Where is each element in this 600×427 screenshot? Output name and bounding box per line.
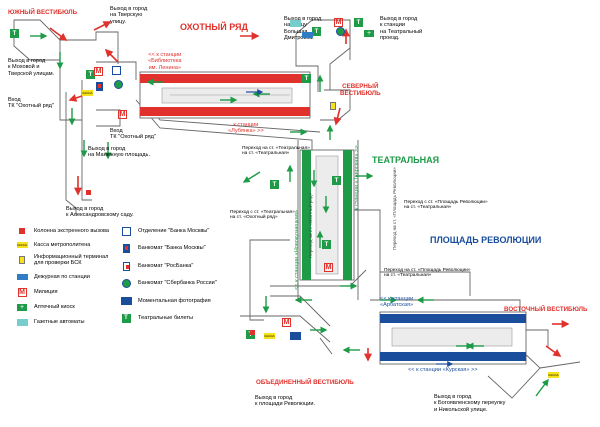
transfer-vert-revolyutsii: Переход на ст. «Площадь Революции» bbox=[392, 167, 397, 250]
police-icon: M bbox=[94, 67, 103, 76]
emergency-column-icon bbox=[86, 190, 91, 195]
legend-newspaper: Газетные автоматы bbox=[16, 317, 85, 327]
platform-teatralnaya bbox=[299, 149, 355, 281]
sberbank-atm-icon bbox=[336, 27, 345, 36]
newspaper-machine-icon bbox=[16, 318, 28, 327]
exit-teatralny-proezd: Выход в город к станции на Театральный п… bbox=[380, 16, 423, 42]
transfer-vert-okhotny: Переход на ст. «Охотный ряд» bbox=[308, 192, 313, 258]
platform-revolyutsii bbox=[379, 311, 527, 365]
police-icon: M bbox=[118, 110, 127, 119]
entrance-tk-1: Вход ТК "Охотный ряд" bbox=[8, 97, 54, 110]
theatre-tickets-icon: T bbox=[270, 180, 279, 189]
atm-icon bbox=[120, 243, 132, 253]
dir-to-lenin-library: << к станции «Библиотека им. Ленина» bbox=[148, 52, 182, 71]
station-title-teatralnaya: ТЕАТРАЛЬНАЯ bbox=[372, 155, 440, 165]
walk-arrows-red bbox=[49, 21, 570, 362]
sberbank-atm-icon bbox=[120, 278, 132, 288]
entrance-tk-2: Вход ТК "Охотный ряд" bbox=[110, 128, 156, 141]
dir-to-novokuznetskaya: << к станции «Новокузнецкая» bbox=[294, 210, 300, 290]
legend-bank-moscow: Отделение "Банка Москвы" bbox=[120, 226, 209, 236]
theatre-tickets-icon: T bbox=[332, 176, 341, 185]
dir-to-arbatskaya: << к станции «Арбатская» bbox=[380, 296, 414, 309]
legend-atm-sber: Банкомат "Сбербанка России" bbox=[120, 278, 217, 288]
photo-booth-icon bbox=[120, 297, 132, 306]
police-icon: M bbox=[334, 18, 343, 27]
bank-office-icon bbox=[112, 66, 121, 75]
theatre-tickets-icon: T bbox=[10, 29, 19, 38]
legend-atm-moscow: Банкомат "Банка Москвы" bbox=[120, 243, 206, 253]
united-vestibule-label: ОБЪЕДИНЕННЫЙ ВЕСТИБЮЛЬ bbox=[256, 379, 354, 386]
police-icon: M bbox=[324, 263, 333, 272]
legend-duty: Дежурная по станции bbox=[16, 272, 90, 282]
dir-to-lubyanka: к станции «Лубянка» >> bbox=[228, 122, 264, 135]
transfer-pr-teatr: Переход с ст. «Площадь Революции» на ст.… bbox=[404, 200, 488, 211]
ticket-office-icon: КАССА bbox=[548, 372, 559, 378]
legend-info: Информационный терминал для проверки БСК bbox=[16, 253, 108, 267]
legend-kassa: КАССА Касса метрополитена bbox=[16, 242, 91, 248]
dir-to-kurskaya: << к станции «Курская» >> bbox=[408, 367, 478, 373]
emergency-column-icon bbox=[250, 330, 255, 335]
ticket-office-icon: КАССА bbox=[264, 333, 275, 339]
legend-pharmacy: + Аптечный киоск bbox=[16, 302, 75, 312]
atm-icon bbox=[96, 82, 103, 91]
theatre-tickets-icon: T bbox=[322, 240, 331, 249]
theatre-tickets-icon: T bbox=[354, 18, 363, 27]
legend-tickets: T Театральные билеты bbox=[120, 313, 193, 323]
exit-bogoyavl: Выход в город к Богоявленскому переулку … bbox=[434, 394, 506, 413]
theatre-tickets-icon: T bbox=[302, 74, 311, 83]
duty-officer-icon bbox=[16, 273, 28, 282]
exit-mokhovaya: Выход в город к Моховой и Тверской улица… bbox=[8, 58, 55, 77]
exit-tverskaya: Выход в город на Тверскую улицу. bbox=[110, 6, 148, 25]
emergency-column-icon bbox=[16, 227, 28, 236]
walk-arrows-green bbox=[30, 32, 549, 397]
exit-manezh: Выход в город на Манежную площадь. bbox=[88, 146, 151, 159]
ticket-office-icon: КАССА bbox=[16, 242, 28, 248]
platform-okhotny bbox=[139, 71, 311, 119]
station-title-okhotny: ОХОТНЫЙ РЯД bbox=[180, 22, 248, 32]
legend-atm-rosbank: Банкомат "РосБанка" bbox=[120, 261, 193, 271]
duty-officer-icon bbox=[302, 32, 313, 38]
ticket-office-icon: КАССА bbox=[82, 90, 93, 96]
exit-alexandr-garden: Выход в город к Александровскому саду. bbox=[66, 206, 134, 219]
police-icon: M bbox=[17, 287, 27, 297]
exit-revolution-sq: Выход в город к площади Революции. bbox=[255, 395, 316, 408]
south-vestibule-label: ЮЖНЫЙ ВЕСТИБЮЛЬ bbox=[8, 9, 78, 16]
direction-arrows-blue bbox=[246, 89, 454, 367]
transfer-teatr-okh: Переход с ст. «Театральная» на ст. «Охот… bbox=[230, 210, 295, 221]
dir-to-tverskaya: к станции «Тверская» >> bbox=[354, 145, 360, 210]
theatre-tickets-icon: T bbox=[86, 70, 95, 79]
police-icon: M bbox=[282, 318, 291, 327]
theatre-tickets-icon: T bbox=[120, 313, 132, 323]
sberbank-atm-icon bbox=[114, 80, 123, 89]
info-terminal-icon bbox=[330, 102, 336, 110]
transfer-okh-teatr: Переход на ст. «Театральная» на ст. «Теа… bbox=[242, 146, 310, 157]
bank-office-icon bbox=[120, 226, 132, 236]
photo-booth-icon bbox=[290, 332, 301, 340]
pharmacy-icon: + bbox=[364, 30, 374, 37]
theatre-tickets-icon: T bbox=[312, 27, 321, 36]
east-vestibule-label: ВОСТОЧНЫЙ ВЕСТИБЮЛЬ bbox=[504, 306, 588, 313]
rosbank-atm-icon bbox=[120, 261, 132, 271]
info-terminal-icon bbox=[16, 256, 28, 265]
legend-police: M Милиция bbox=[16, 287, 58, 297]
pharmacy-icon: + bbox=[16, 303, 28, 312]
north-vestibule-label: СЕВЕРНЫЙ ВЕСТИБЮЛЬ bbox=[340, 83, 381, 97]
legend-photo: Моментальная фотография bbox=[120, 296, 211, 306]
station-title-revolyutsii: ПЛОЩАДЬ РЕВОЛЮЦИИ bbox=[430, 235, 542, 245]
newspaper-machine-icon bbox=[290, 20, 301, 27]
legend-emergency: Колонна экстренного вызова bbox=[16, 226, 109, 236]
transfer-teatr-pr: Переход на ст. «Площадь Революции» на ст… bbox=[384, 268, 471, 279]
